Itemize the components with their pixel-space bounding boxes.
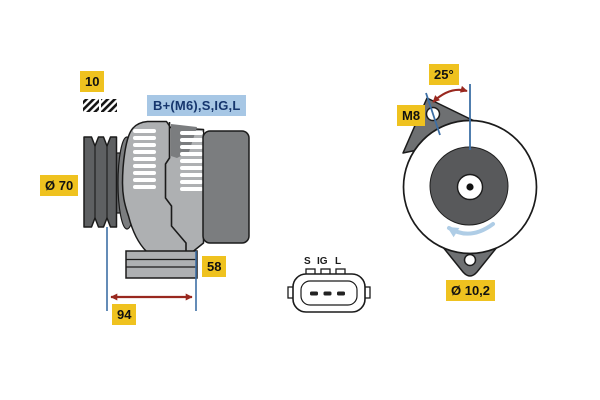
connector-inner — [300, 280, 358, 306]
ear-angle-label: 25° — [429, 64, 459, 85]
thread-size-label: M8 — [397, 105, 426, 126]
pulley-diameter-label: Ø 70 — [40, 175, 79, 196]
rear-housing — [202, 130, 250, 244]
belt-width-label: 10 — [80, 71, 105, 92]
rear-view — [402, 84, 538, 277]
mounting-foot — [125, 250, 198, 279]
rotation-arrow — [447, 222, 495, 238]
cooling-fins-left — [133, 129, 156, 189]
connector-pin-label-ig: IG — [317, 256, 328, 267]
housing-parting-line — [164, 122, 187, 251]
terminals-label: B+(M6),S,IG,L — [147, 95, 247, 116]
angle-arrow-25 — [432, 85, 468, 103]
hole-diameter-label: Ø 10,2 — [446, 280, 496, 301]
pulley — [83, 136, 118, 228]
side-view — [83, 99, 250, 311]
connector-pins — [310, 291, 345, 296]
connector-pin-label-l: L — [335, 256, 342, 267]
connector-plug — [287, 268, 371, 313]
depth-dimension-label: 58 — [202, 256, 227, 277]
shaft-center — [466, 183, 474, 191]
length-dimension-label: 94 — [112, 304, 137, 325]
ear-hole-bottom — [463, 253, 477, 267]
connector-pin-label-s: S — [304, 256, 311, 267]
ear-axis-line — [425, 92, 441, 136]
belt-profile-hatch-icon — [83, 99, 117, 112]
cooling-fins-right — [180, 131, 203, 191]
